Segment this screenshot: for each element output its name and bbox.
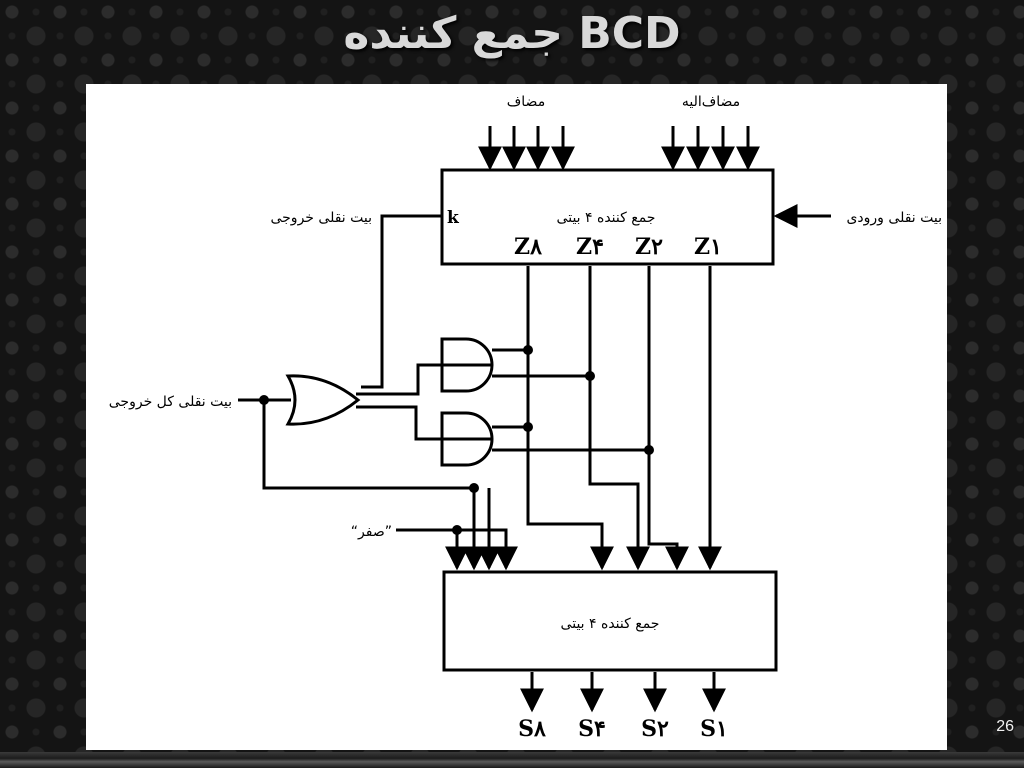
or-gate — [285, 374, 361, 426]
augend-label: مضاف‌الیه — [682, 94, 740, 110]
z2-label: Z۲ — [635, 234, 663, 260]
s8-label: S۸ — [518, 716, 546, 742]
total-carry-feedback-wire — [262, 400, 474, 490]
z8-label: Z۸ — [514, 234, 542, 260]
top-adder-label: جمع کننده ۴ بیتی — [557, 210, 656, 226]
z2-wire — [647, 266, 689, 571]
z1-label: Z۱ — [694, 234, 722, 260]
junction-dots — [259, 345, 654, 535]
slide-title: جمع کننده BCD — [343, 8, 681, 59]
addend-label: مضاف — [507, 94, 545, 110]
and-gate-lower — [440, 411, 494, 467]
s1-label: S۱ — [700, 716, 728, 742]
carry-out-wire — [361, 214, 442, 389]
and-upper-output-wire — [356, 363, 492, 396]
s4-label: S۴ — [578, 716, 606, 742]
z4-label: Z۴ — [576, 234, 604, 260]
s2-label: S۲ — [641, 716, 669, 742]
bcd-adder-diagram: مضاف مضاف‌الیه جمع کننده ۴ بیتی جمع کنند… — [109, 94, 942, 742]
and-gate-upper — [440, 337, 494, 393]
bottom-4bit-adder-box — [442, 570, 778, 672]
zero-label: “صفر” — [351, 524, 392, 540]
k-label: k — [447, 208, 460, 228]
footer-bar — [0, 752, 1024, 768]
and-lower-output-wire — [356, 405, 492, 441]
diagram-panel: مضاف مضاف‌الیه جمع کننده ۴ بیتی جمع کنند… — [86, 84, 947, 750]
carry-out-label: بیت نقلی خروجی — [270, 210, 372, 226]
bottom-adder-label: جمع کننده ۴ بیتی — [561, 616, 660, 632]
carry-in-label: بیت نقلی ورودی — [846, 210, 942, 226]
z8-wire — [526, 266, 614, 571]
total-carry-out-label: بیت نقلی کل خروجی — [109, 394, 232, 410]
zero-input-arrow — [457, 528, 518, 571]
page-number: 26 — [996, 718, 1014, 735]
zero-input-arrow — [396, 528, 469, 571]
